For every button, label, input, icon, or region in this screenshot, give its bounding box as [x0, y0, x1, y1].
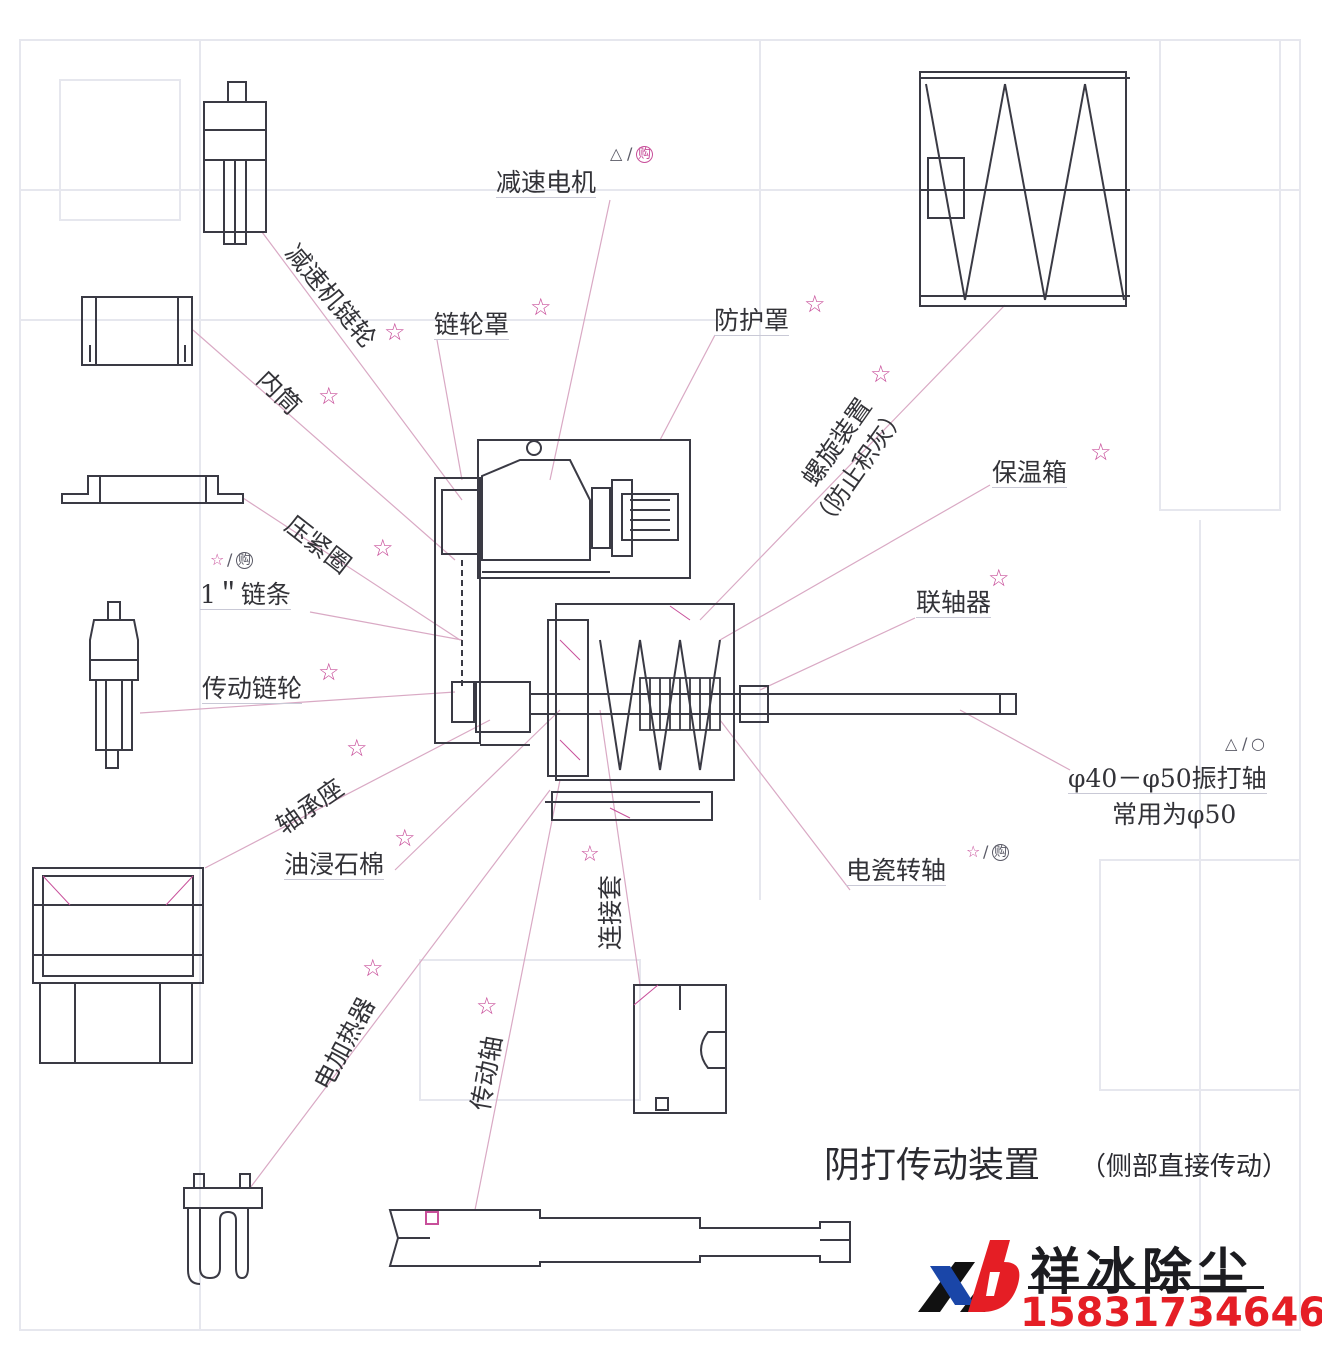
part-gland-ring-drawing	[61, 475, 244, 504]
mark-guard-cover-star: ☆	[804, 290, 826, 318]
label-sprocket-cover: 链轮罩	[434, 310, 510, 340]
leader-bearing-seat	[204, 719, 491, 869]
mark-drive-sprocket-star: ☆	[318, 658, 340, 686]
label-asbestos: 油浸石棉	[284, 850, 385, 880]
mark-chain-buy: 购	[236, 552, 254, 569]
mark-coupling-star: ☆	[988, 564, 1010, 592]
mark-reducer-sprocket-star: ☆	[384, 318, 406, 346]
label-reducer-motor: 减速电机	[496, 168, 597, 198]
label-chain: 1＂链条	[200, 580, 291, 610]
label-drive-sprocket: 传动链轮	[202, 674, 303, 704]
mark-inner-tube-star: ☆	[318, 382, 340, 410]
main-assembly-drawing	[434, 439, 1017, 821]
leader-coupling	[759, 617, 916, 691]
part-reducer-sprocket-drawing	[203, 81, 267, 245]
label-connecting-sleeve: 连接套	[596, 874, 625, 950]
part-bearing-seat-drawing	[32, 867, 204, 1064]
mark-reducer-motor-slash: /	[627, 144, 633, 163]
leader-ceramic-shaft	[719, 719, 851, 891]
mark-bearing-seat-star: ☆	[346, 734, 368, 762]
label-insulation-box: 保温箱	[992, 458, 1068, 488]
leader-lines	[139, 199, 1071, 1211]
label-rapping-shaft: φ40－φ50振打轴	[1068, 764, 1267, 794]
mark-asbestos-star: ☆	[394, 824, 416, 852]
mark-gland-ring-star: ☆	[372, 534, 394, 562]
label-guard-cover: 防护罩	[714, 306, 790, 336]
part-inner-tube-drawing	[81, 296, 193, 366]
label-rapping-shaft-note: 常用为φ50	[1112, 800, 1237, 829]
label-coupling: 联轴器	[916, 588, 992, 618]
mark-reducer-motor-buy: 购	[636, 146, 654, 163]
leader-reducer-motor	[549, 199, 611, 481]
leader-connecting-sleeve	[599, 709, 641, 986]
label-ceramic-shaft: 电瓷转轴	[846, 856, 947, 886]
leader-drive-sprocket	[139, 691, 456, 714]
part-drive-sprocket-drawing	[89, 601, 139, 769]
mark-ceramic-shaft-buy: 购	[992, 844, 1010, 861]
diagram-subtitle: （侧部直接传动）	[1080, 1152, 1289, 1182]
mark-chain-star: ☆	[210, 550, 225, 569]
mark-spiral-star: ☆	[870, 360, 892, 388]
mark-ceramic-shaft-star: ☆	[966, 842, 981, 861]
mark-rapping-shaft-circle: ○	[1251, 734, 1265, 753]
leader-gland-ring	[242, 497, 461, 641]
mark-ceramic-shaft-slash: /	[983, 842, 989, 861]
part-connecting-sleeve-drawing	[633, 984, 727, 1114]
brand-name: 祥冰除尘	[1030, 1242, 1254, 1301]
leader-drive-shaft	[474, 779, 561, 1211]
part-spiral-device-drawing	[919, 71, 1130, 307]
leader-spiral	[699, 304, 1006, 621]
leader-guard-cover	[659, 334, 716, 441]
leader-inner-tube	[192, 329, 456, 561]
mark-rapping-shaft-triangle: △	[1225, 734, 1238, 753]
leader-electric-heater	[249, 789, 551, 1189]
leader-sprocket-cover	[436, 339, 463, 481]
diagram-title: 阴打传动装置	[824, 1145, 1041, 1186]
leader-chain	[309, 611, 463, 641]
mark-drive-shaft-star: ☆	[476, 992, 498, 1020]
brand-underline	[1028, 1286, 1264, 1289]
part-drive-shaft-drawing	[388, 1209, 851, 1267]
brand-phone: 15831734646	[1020, 1290, 1322, 1336]
mark-connecting-sleeve-star: ☆	[580, 842, 600, 867]
mark-sprocket-cover-star: ☆	[530, 293, 552, 321]
leader-insulation	[719, 484, 991, 641]
part-electric-heater-drawing	[183, 1173, 263, 1285]
mark-electric-heater-star: ☆	[362, 954, 384, 982]
leader-asbestos	[394, 709, 561, 871]
mark-chain-slash: /	[227, 550, 233, 569]
mark-insulation-star: ☆	[1090, 438, 1112, 466]
leader-rapping-shaft	[959, 709, 1071, 771]
mark-rapping-shaft-slash: /	[1242, 734, 1248, 753]
mark-reducer-motor-triangle: △	[610, 144, 623, 163]
leader-reducer-sprocket	[261, 231, 463, 501]
brand-logo	[918, 1240, 1020, 1312]
